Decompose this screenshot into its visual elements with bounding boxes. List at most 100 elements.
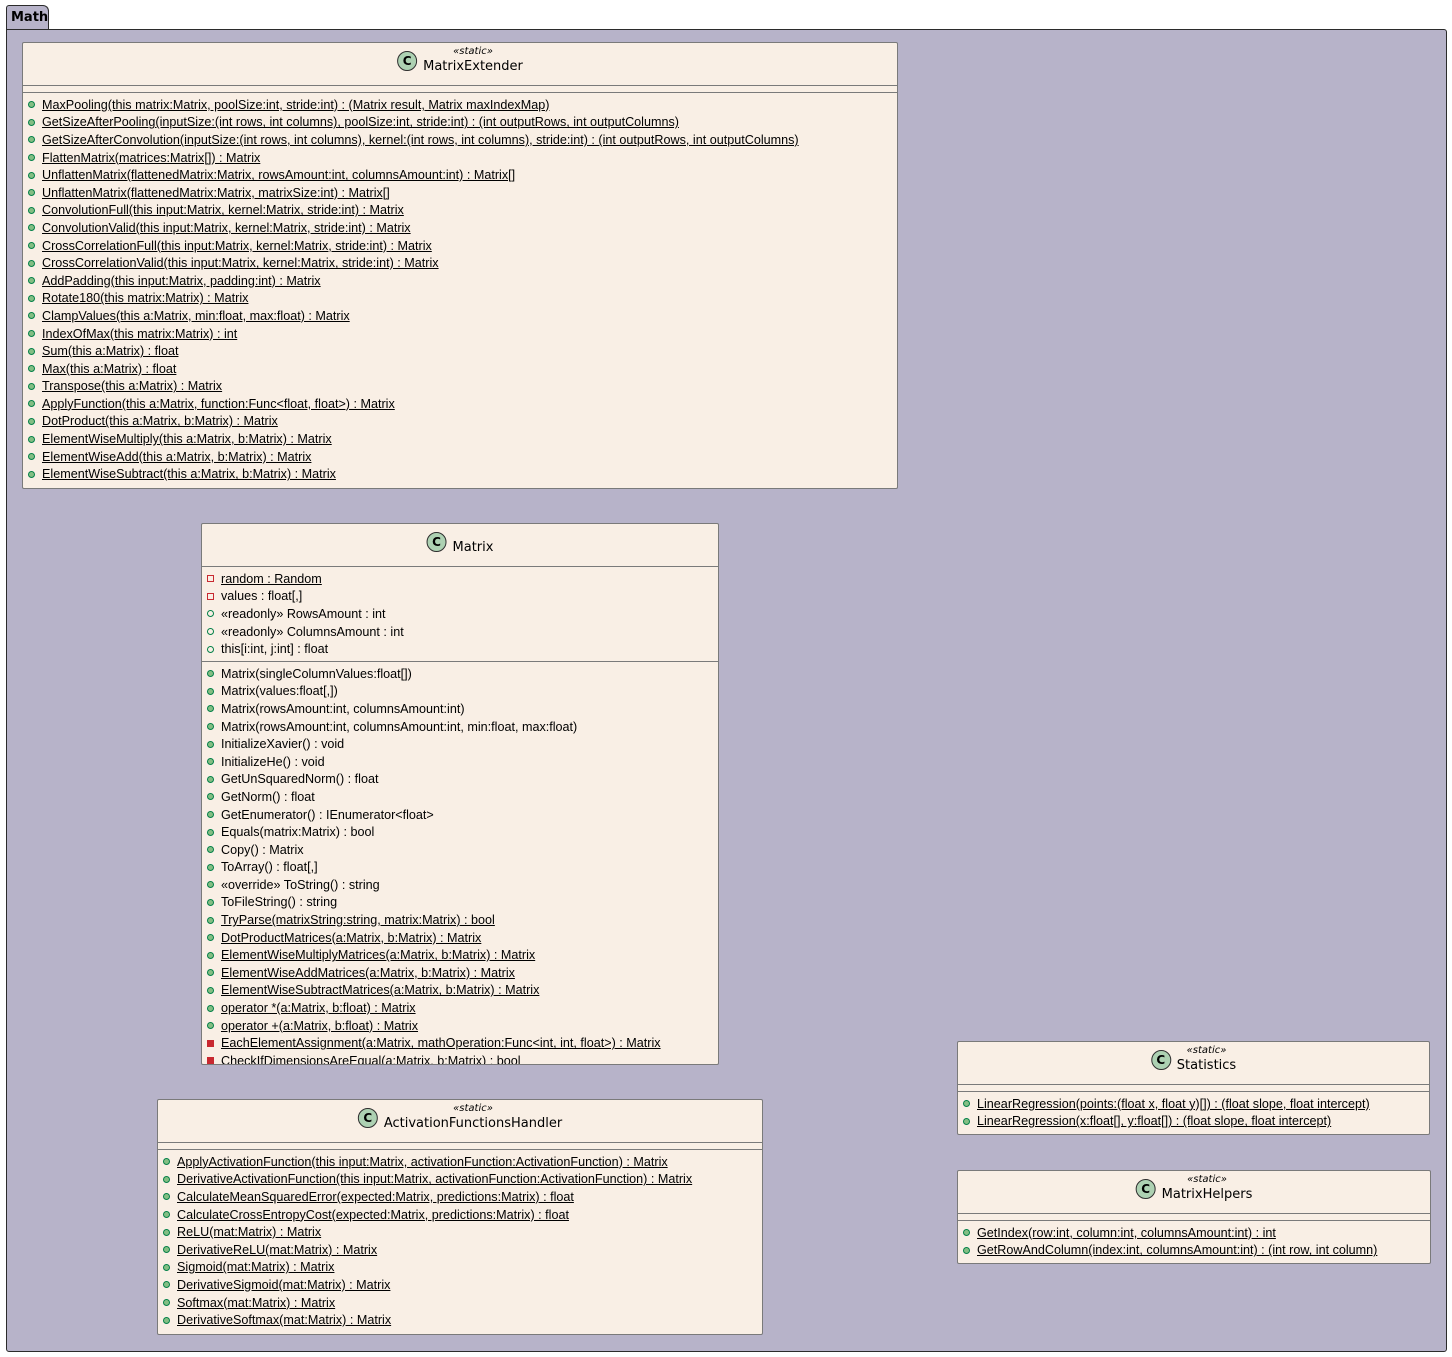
- method-text: Copy() : Matrix: [221, 842, 304, 857]
- method-row: DerivativeReLU(mat:Matrix) : Matrix: [163, 1241, 762, 1259]
- visibility-priv-m-icon: [207, 1039, 214, 1047]
- method-row: Matrix(values:float[,]): [207, 683, 718, 701]
- package-tab: Math: [6, 5, 49, 30]
- method-row: AddPadding(this input:Matrix, padding:in…: [28, 272, 897, 290]
- field-text: «readonly» ColumnsAmount : int: [221, 624, 404, 639]
- method-text: InitializeHe() : void: [221, 754, 325, 769]
- visibility-pub-m-icon: [207, 775, 214, 783]
- method-row: ApplyFunction(this a:Matrix, function:Fu…: [28, 395, 897, 413]
- visibility-pub-m-icon: [207, 740, 214, 748]
- method-text: operator *(a:Matrix, b:float) : Matrix: [221, 1001, 416, 1016]
- visibility-pub-m-icon: [963, 1229, 970, 1237]
- method-text: GetNorm() : float: [221, 789, 315, 804]
- visibility-pub-m-icon: [207, 863, 214, 871]
- method-row: GetEnumerator() : IEnumerator<float>: [207, 806, 718, 824]
- method-text: UnflattenMatrix(flattenedMatrix:Matrix, …: [42, 185, 390, 200]
- method-text: ElementWiseSubtract(this a:Matrix, b:Mat…: [42, 467, 336, 482]
- method-text: Rotate180(this matrix:Matrix) : Matrix: [42, 291, 249, 306]
- method-row: CrossCorrelationFull(this input:Matrix, …: [28, 237, 897, 255]
- methods-section: GetIndex(row:int, column:int, columnsAmo…: [958, 1221, 1430, 1262]
- class-icon: C: [1150, 1050, 1171, 1070]
- field-row: this[i:int, j:int] : float: [207, 640, 718, 658]
- class-stereotype: «static»: [1187, 1174, 1227, 1185]
- method-text: DerivativeSigmoid(mat:Matrix) : Matrix: [177, 1277, 391, 1292]
- class-name: MatrixExtender: [423, 59, 523, 74]
- method-row: InitializeHe() : void: [207, 753, 718, 771]
- visibility-pub-m-icon: [163, 1228, 170, 1236]
- method-row: Matrix(rowsAmount:int, columnsAmount:int…: [207, 700, 718, 718]
- method-row: MaxPooling(this matrix:Matrix, poolSize:…: [28, 96, 897, 114]
- visibility-pub-m-icon: [28, 453, 35, 461]
- method-text: ReLU(mat:Matrix) : Matrix: [177, 1225, 322, 1240]
- method-row: LinearRegression(x:float[], y:float[]) :…: [963, 1113, 1429, 1131]
- method-row: Sigmoid(mat:Matrix) : Matrix: [163, 1259, 762, 1277]
- visibility-pub-m-icon: [207, 670, 214, 678]
- visibility-pub-m-icon: [207, 705, 214, 713]
- method-text: operator +(a:Matrix, b:float) : Matrix: [221, 1018, 419, 1033]
- method-row: «override» ToString() : string: [207, 876, 718, 894]
- method-text: ElementWiseMultiply(this a:Matrix, b:Mat…: [42, 432, 332, 447]
- method-row: Matrix(singleColumnValues:float[]): [207, 665, 718, 683]
- fields-section: [158, 1143, 762, 1150]
- visibility-pub-m-icon: [207, 811, 214, 819]
- method-row: UnflattenMatrix(flattenedMatrix:Matrix, …: [28, 184, 897, 202]
- method-text: ElementWiseMultiplyMatrices(a:Matrix, b:…: [221, 948, 536, 963]
- fields-section: [958, 1214, 1430, 1221]
- method-text: Softmax(mat:Matrix) : Matrix: [177, 1295, 336, 1310]
- method-row: TryParse(matrixString:string, matrix:Mat…: [207, 911, 718, 929]
- method-text: GetIndex(row:int, column:int, columnsAmo…: [977, 1225, 1276, 1240]
- method-row: Rotate180(this matrix:Matrix) : Matrix: [28, 290, 897, 308]
- method-text: «override» ToString() : string: [221, 877, 380, 892]
- method-text: ApplyFunction(this a:Matrix, function:Fu…: [42, 396, 395, 411]
- visibility-pub-f-icon: [207, 645, 214, 653]
- class-name: MatrixHelpers: [1161, 1187, 1253, 1202]
- method-text: Matrix(rowsAmount:int, columnsAmount:int…: [221, 701, 465, 716]
- visibility-priv-m-icon: [207, 1057, 214, 1064]
- visibility-pub-m-icon: [207, 828, 214, 836]
- visibility-pub-m-icon: [28, 171, 35, 179]
- methods-section: LinearRegression(points:(float x, float …: [958, 1092, 1429, 1133]
- method-text: Max(this a:Matrix) : float: [42, 361, 177, 376]
- visibility-pub-m-icon: [207, 916, 214, 924]
- visibility-pub-m-icon: [28, 242, 35, 250]
- class-title-group: «static»Statistics: [1177, 1045, 1236, 1075]
- method-text: Equals(matrix:Matrix) : bool: [221, 825, 375, 840]
- method-row: ConvolutionFull(this input:Matrix, kerne…: [28, 202, 897, 220]
- class-header: C«static»ActivationFunctionsHandler: [158, 1100, 762, 1143]
- method-text: ConvolutionFull(this input:Matrix, kerne…: [42, 203, 404, 218]
- method-row: ElementWiseMultiplyMatrices(a:Matrix, b:…: [207, 946, 718, 964]
- class-header-content: C «static»Statistics: [1150, 1045, 1236, 1075]
- field-row: values : float[,]: [207, 588, 718, 606]
- visibility-pub-m-icon: [163, 1281, 170, 1289]
- method-row: CrossCorrelationValid(this input:Matrix,…: [28, 254, 897, 272]
- method-text: ClampValues(this a:Matrix, min:float, ma…: [42, 308, 350, 323]
- visibility-pub-m-icon: [163, 1158, 170, 1166]
- visibility-priv-f-icon: [207, 575, 214, 583]
- method-text: MaxPooling(this matrix:Matrix, poolSize:…: [42, 97, 550, 112]
- visibility-pub-m-icon: [28, 189, 35, 197]
- method-row: ToArray() : float[,]: [207, 859, 718, 877]
- method-text: ApplyActivationFunction(this input:Matri…: [177, 1154, 668, 1169]
- visibility-pub-m-icon: [207, 1022, 214, 1030]
- visibility-pub-m-icon: [163, 1193, 170, 1201]
- method-row: DerivativeActivationFunction(this input:…: [163, 1171, 762, 1189]
- method-text: InitializeXavier() : void: [221, 737, 345, 752]
- field-row: random : Random: [207, 570, 718, 588]
- method-text: Matrix(values:float[,]): [221, 684, 338, 699]
- method-text: Matrix(rowsAmount:int, columnsAmount:int…: [221, 719, 578, 734]
- visibility-pub-m-icon: [207, 951, 214, 959]
- method-text: GetUnSquaredNorm() : float: [221, 772, 379, 787]
- visibility-pub-m-icon: [28, 382, 35, 390]
- visibility-pub-m-icon: [28, 259, 35, 267]
- visibility-pub-m-icon: [163, 1316, 170, 1324]
- visibility-pub-m-icon: [163, 1299, 170, 1307]
- methods-section: MaxPooling(this matrix:Matrix, poolSize:…: [23, 93, 897, 486]
- methods-section: ApplyActivationFunction(this input:Matri…: [158, 1150, 762, 1332]
